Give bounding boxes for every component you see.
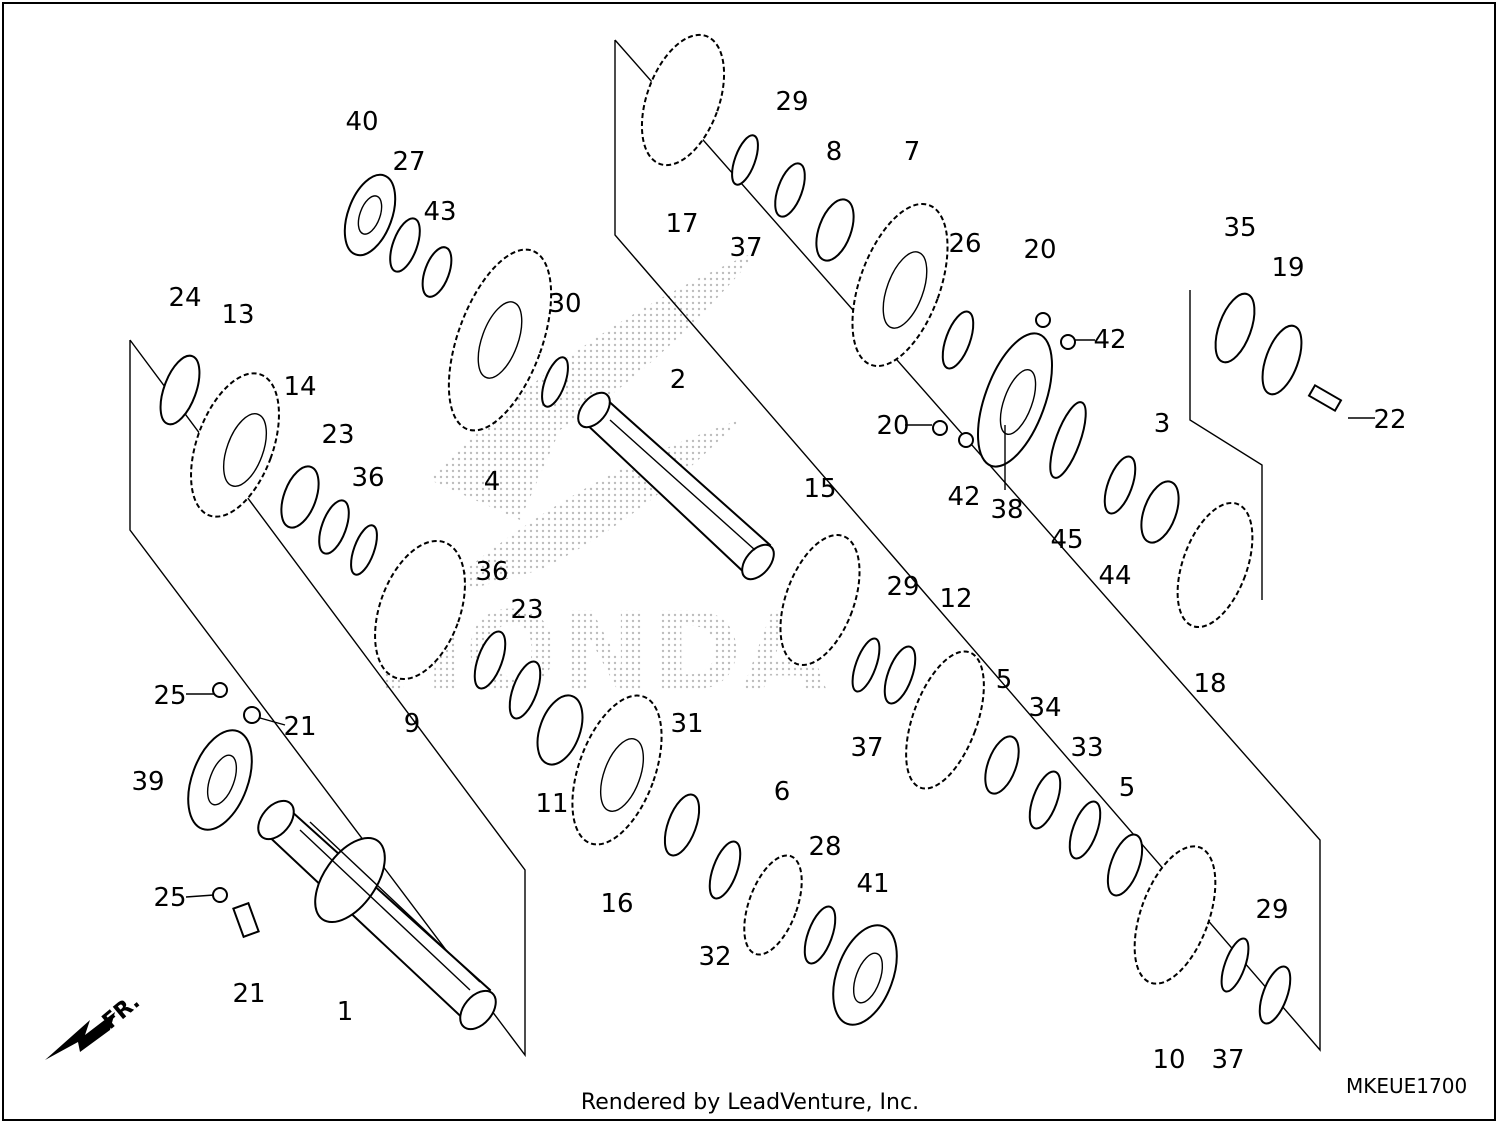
callout-40: 40: [345, 107, 378, 137]
callout-24: 24: [168, 283, 201, 313]
callout-29: 29: [1255, 895, 1288, 925]
callout-38: 38: [990, 495, 1023, 525]
callout-44: 44: [1098, 561, 1131, 591]
callout-25: 25: [153, 681, 186, 711]
callout-16: 16: [600, 889, 633, 919]
callout-1: 1: [337, 997, 354, 1027]
callout-5: 5: [1119, 773, 1136, 803]
callout-23: 23: [510, 595, 543, 625]
callout-19: 19: [1271, 253, 1304, 283]
callout-8: 8: [826, 137, 843, 167]
callout-25: 25: [153, 883, 186, 913]
callout-labels: 1 2 3 4 5 5 6 7 8 9 10 11 12 13 14 15 16…: [131, 87, 1406, 1075]
callout-15: 15: [803, 474, 836, 504]
callout-17: 17: [665, 209, 698, 239]
callout-13: 13: [221, 300, 254, 330]
callout-23: 23: [321, 420, 354, 450]
front-arrow-icon: FR.: [45, 989, 145, 1060]
callout-41: 41: [856, 869, 889, 899]
callout-36: 36: [475, 557, 508, 587]
countershaft: [577, 391, 775, 581]
diagram-code: MKEUE1700: [1346, 1074, 1468, 1098]
callout-33: 33: [1070, 733, 1103, 763]
callout-26: 26: [948, 229, 981, 259]
callout-36: 36: [351, 463, 384, 493]
callout-20: 20: [1023, 235, 1056, 265]
callout-39: 39: [131, 767, 164, 797]
callout-18: 18: [1193, 669, 1226, 699]
leader-lines: [185, 339, 1375, 898]
callout-12: 12: [939, 584, 972, 614]
callout-30: 30: [548, 289, 581, 319]
callout-42: 42: [947, 482, 980, 512]
callout-34: 34: [1028, 693, 1061, 723]
callout-32: 32: [698, 942, 731, 972]
callout-21: 21: [232, 979, 265, 1009]
callout-31: 31: [670, 709, 703, 739]
callout-20: 20: [876, 411, 909, 441]
callout-7: 7: [904, 137, 921, 167]
callout-28: 28: [808, 832, 841, 862]
callout-43: 43: [423, 197, 456, 227]
callout-35: 35: [1223, 213, 1256, 243]
assembly-outlines: [129, 39, 1321, 1058]
callout-4: 4: [484, 467, 501, 497]
callout-2: 2: [670, 365, 687, 395]
callout-29: 29: [886, 572, 919, 602]
callout-10: 10: [1152, 1045, 1185, 1075]
callout-11: 11: [535, 789, 568, 819]
callout-22: 22: [1373, 405, 1406, 435]
callout-21: 21: [283, 712, 316, 742]
callout-6: 6: [774, 777, 791, 807]
callout-14: 14: [283, 372, 316, 402]
callout-45: 45: [1050, 525, 1083, 555]
mainshaft: [257, 799, 497, 1031]
footer-credit: Rendered by LeadVenture, Inc.: [580, 1090, 920, 1115]
gears: [159, 33, 1343, 1026]
callout-42: 42: [1093, 325, 1126, 355]
callout-37: 37: [1211, 1045, 1244, 1075]
callout-9: 9: [404, 709, 421, 739]
callout-37: 37: [729, 233, 762, 263]
callout-29: 29: [775, 87, 808, 117]
callout-3: 3: [1154, 409, 1171, 439]
callout-37: 37: [850, 733, 883, 763]
honda-watermark: HONDA: [373, 250, 827, 716]
callout-27: 27: [392, 147, 425, 177]
callout-5: 5: [996, 665, 1013, 695]
